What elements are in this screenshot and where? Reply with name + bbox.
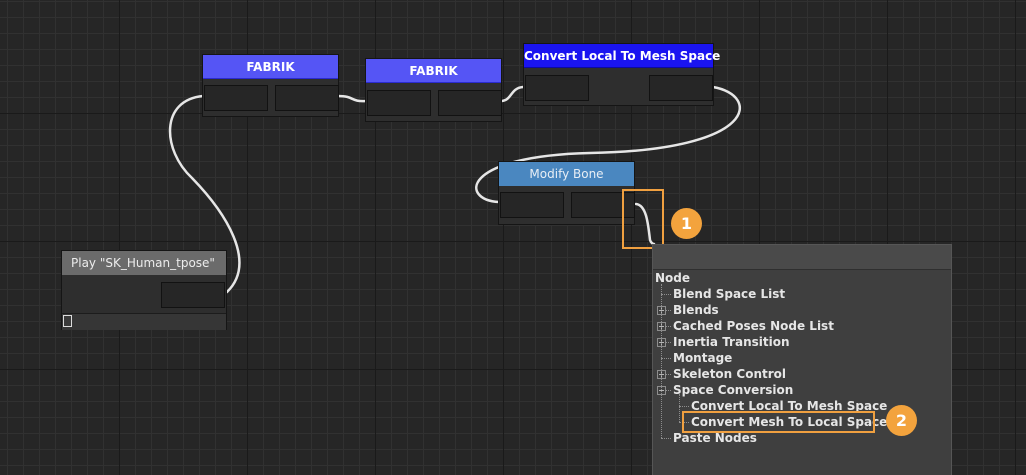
output-pin[interactable] bbox=[571, 192, 635, 218]
output-pin[interactable] bbox=[161, 282, 225, 308]
tree-connector bbox=[661, 374, 671, 375]
node-footer-bar bbox=[62, 313, 226, 330]
wire-fabrik1-to-fabrik2 bbox=[336, 94, 368, 103]
node-checkbox[interactable] bbox=[63, 315, 72, 327]
menu-subitem[interactable]: Convert Mesh To Local Space bbox=[691, 415, 888, 429]
tree-connector bbox=[661, 438, 671, 439]
tree-connector bbox=[661, 358, 671, 359]
node-title: Convert Local To Mesh Space bbox=[524, 44, 720, 68]
menu-item[interactable]: Blend Space List bbox=[673, 287, 786, 301]
tree-connector bbox=[679, 406, 689, 407]
output-pin[interactable] bbox=[275, 85, 339, 111]
node-title: FABRIK bbox=[203, 55, 338, 79]
tree-connector bbox=[661, 284, 662, 438]
step-badge-2: 2 bbox=[886, 405, 917, 436]
tree-connector bbox=[661, 390, 671, 391]
modify-bone-node[interactable]: Modify Bone bbox=[498, 161, 635, 225]
tree-connector bbox=[661, 342, 671, 343]
menu-search-bar[interactable] bbox=[653, 245, 951, 270]
menu-item[interactable]: Cached Poses Node List bbox=[673, 319, 834, 333]
menu-item[interactable]: Space Conversion bbox=[673, 383, 794, 397]
output-pin[interactable] bbox=[649, 75, 713, 101]
input-pin[interactable] bbox=[367, 90, 431, 116]
menu-item[interactable]: Blends bbox=[673, 303, 719, 317]
menu-item[interactable]: Inertia Transition bbox=[673, 335, 790, 349]
menu-item-highlight bbox=[682, 411, 875, 433]
play-animation-node[interactable]: Play "SK_Human_tpose" bbox=[61, 250, 227, 330]
output-pin[interactable] bbox=[438, 90, 502, 116]
input-pin[interactable] bbox=[500, 192, 564, 218]
node-title: Modify Bone bbox=[499, 162, 634, 186]
menu-item[interactable]: Montage bbox=[673, 351, 733, 365]
tree-connector bbox=[661, 310, 671, 311]
node-title: FABRIK bbox=[366, 59, 501, 83]
menu-item[interactable]: Paste Nodes bbox=[673, 431, 757, 445]
drag-wire-highlight bbox=[622, 189, 664, 249]
menu-root-node: Node bbox=[655, 271, 691, 285]
menu-item[interactable]: Skeleton Control bbox=[673, 367, 786, 381]
convert-local-to-mesh-node[interactable]: Convert Local To Mesh Space bbox=[523, 43, 720, 106]
fabrik-node-2[interactable]: FABRIK bbox=[365, 58, 502, 122]
menu-subitem[interactable]: Convert Local To Mesh Space bbox=[691, 399, 888, 413]
tree-connector bbox=[679, 422, 689, 423]
input-pin[interactable] bbox=[525, 75, 589, 101]
node-title: Play "SK_Human_tpose" bbox=[62, 251, 226, 275]
tree-connector bbox=[661, 326, 671, 327]
tree-connector bbox=[661, 294, 671, 295]
tree-connector bbox=[679, 394, 680, 422]
input-pin[interactable] bbox=[204, 85, 268, 111]
fabrik-node-1[interactable]: FABRIK bbox=[202, 54, 339, 117]
wire-fabrik2-to-convert bbox=[499, 85, 525, 103]
step-badge-1: 1 bbox=[671, 208, 702, 239]
